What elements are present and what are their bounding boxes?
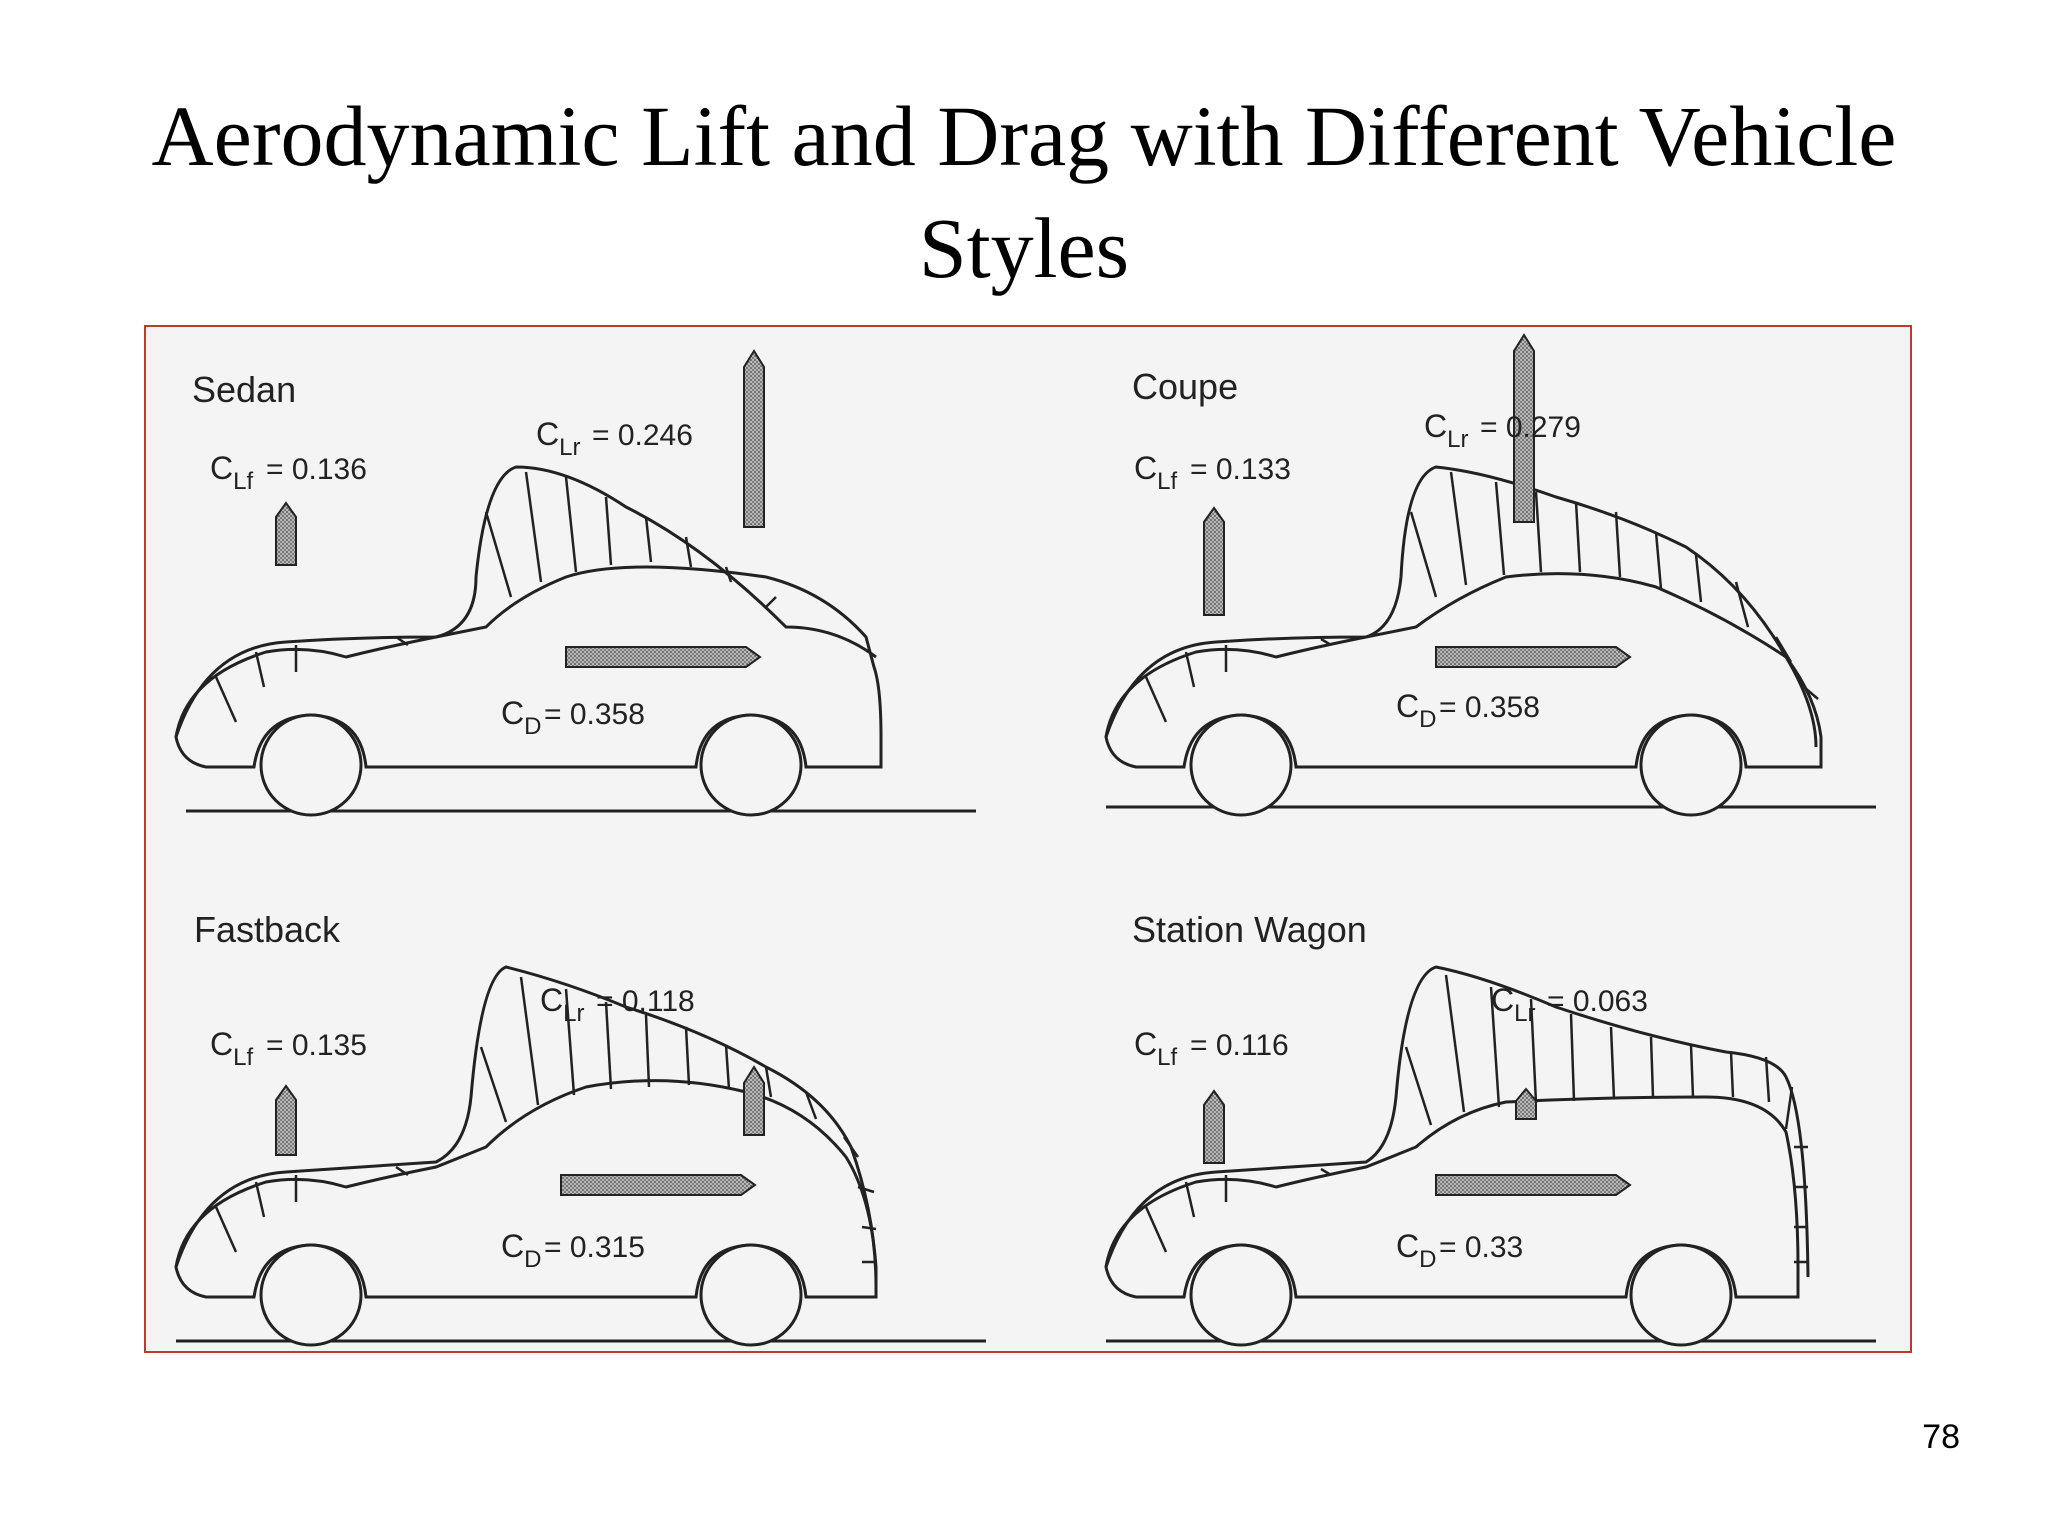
vehicle-figure: Sedan CLf = 0.1 — [144, 325, 1912, 1353]
front-wheel — [259, 713, 363, 817]
pressure-hatching — [214, 976, 877, 1264]
vehicle-name-label: Fastback — [194, 909, 341, 950]
pressure-hatching — [1144, 974, 1808, 1264]
clf-symbol: CLf — [1134, 450, 1177, 495]
front-wheel — [1189, 1243, 1293, 1347]
rear-lift-arrow — [1515, 1087, 1537, 1120]
rear-lift-arrow — [1513, 333, 1535, 523]
drag-arrow — [1435, 646, 1632, 668]
clr-symbol: CLr — [1424, 408, 1468, 453]
clf-symbol: CLf — [210, 1026, 253, 1071]
panel-fastback: Fastback CLf = 0.135 CLr — [174, 909, 986, 1347]
cd-value: = 0.358 — [1439, 691, 1540, 724]
cd-symbol: CD — [1396, 688, 1436, 733]
clf-value: = 0.116 — [1190, 1029, 1289, 1062]
drag-arrow — [1435, 1174, 1632, 1196]
title-line-2: Styles — [918, 200, 1130, 296]
cd-value: = 0.315 — [544, 1231, 645, 1264]
clf-value: = 0.133 — [1190, 453, 1291, 486]
cd-symbol: CD — [501, 695, 541, 740]
vehicle-name-label: Station Wagon — [1132, 909, 1367, 950]
clr-value: = 0.246 — [592, 419, 693, 452]
title-line-1: Aerodynamic Lift and Drag with Different… — [151, 88, 1897, 184]
clr-symbol: CLr — [1491, 982, 1535, 1027]
front-wheel — [259, 1243, 363, 1347]
drag-arrow — [565, 646, 762, 668]
clr-symbol: CLr — [540, 982, 584, 1027]
front-lift-arrow — [1203, 506, 1225, 616]
pressure-hatching — [1144, 471, 1819, 723]
clr-symbol: CLr — [536, 416, 580, 461]
rear-wheel — [1629, 1243, 1733, 1347]
page-number: 78 — [1922, 1418, 1960, 1456]
cd-value: = 0.33 — [1439, 1231, 1523, 1264]
clf-symbol: CLf — [1134, 1026, 1177, 1071]
clr-value: = 0.279 — [1480, 411, 1581, 444]
slide-title: Aerodynamic Lift and Drag with Different… — [0, 80, 2048, 304]
panel-coupe: Coupe CLf = 0.133 CLr = 0.279 — [1104, 333, 1876, 817]
rear-wheel — [1639, 713, 1743, 817]
cd-value: = 0.358 — [544, 698, 645, 731]
vehicle-name-label: Sedan — [192, 369, 296, 410]
panel-station-wagon: Station Wagon CLf = 0.116 — [1104, 909, 1876, 1347]
clf-value: = 0.135 — [266, 1029, 367, 1062]
vehicle-name-label: Coupe — [1132, 366, 1238, 407]
front-lift-arrow — [275, 1084, 297, 1156]
drag-arrow — [560, 1174, 757, 1196]
rear-wheel — [699, 1243, 803, 1347]
rear-wheel — [699, 713, 803, 817]
rear-lift-arrow — [743, 1065, 765, 1136]
front-lift-arrow — [275, 501, 297, 566]
cd-symbol: CD — [1396, 1228, 1436, 1273]
pressure-envelope — [1104, 965, 1810, 1278]
clf-symbol: CLf — [210, 450, 253, 495]
front-wheel — [1189, 713, 1293, 817]
pressure-hatching — [214, 471, 777, 723]
vehicle-diagrams-svg: Sedan CLf = 0.1 — [174, 333, 1876, 1347]
pressure-envelope — [1104, 465, 1818, 748]
pressure-envelope — [174, 465, 877, 738]
panel-sedan: Sedan CLf = 0.1 — [174, 349, 976, 817]
rear-lift-arrow — [743, 349, 765, 528]
cd-symbol: CD — [501, 1228, 541, 1273]
front-lift-arrow — [1203, 1089, 1225, 1164]
clf-value: = 0.136 — [266, 453, 367, 486]
clr-value: = 0.063 — [1547, 985, 1648, 1018]
pressure-envelope — [174, 965, 878, 1288]
clr-value: = 0.118 — [596, 985, 695, 1018]
